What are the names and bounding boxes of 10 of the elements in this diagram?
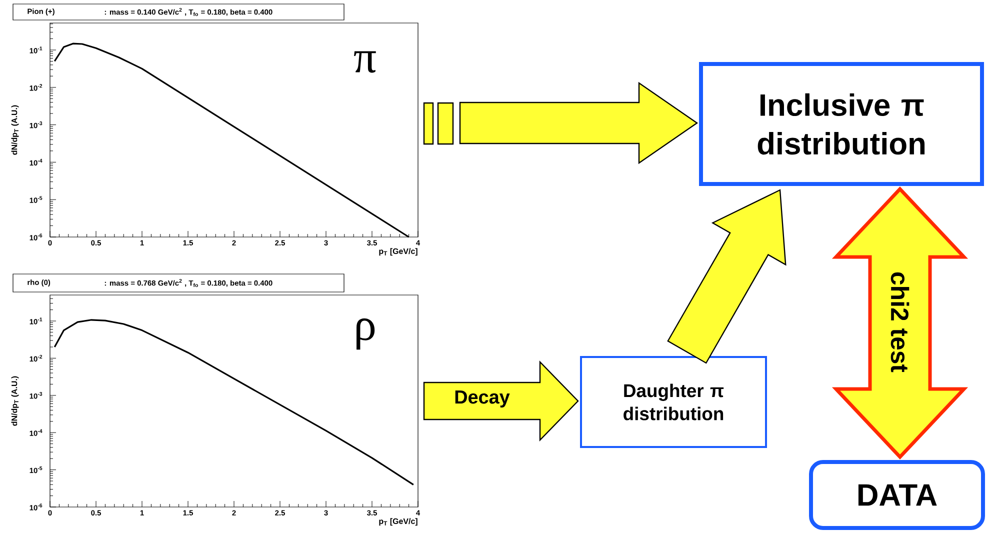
block-arrow: [423, 82, 698, 164]
distribution-box: Inclusive π distribution: [699, 62, 984, 186]
distribution-box: Daughter π distribution: [580, 356, 767, 448]
block-arrow: [423, 360, 579, 442]
block-arrow: [667, 189, 786, 364]
edge-label: chi2 test: [890, 272, 910, 372]
particle-symbol: ρ: [356, 318, 375, 350]
particle-symbol: π: [354, 51, 376, 73]
result-box: DATA: [809, 460, 985, 530]
edge-label: Decay: [455, 390, 510, 408]
